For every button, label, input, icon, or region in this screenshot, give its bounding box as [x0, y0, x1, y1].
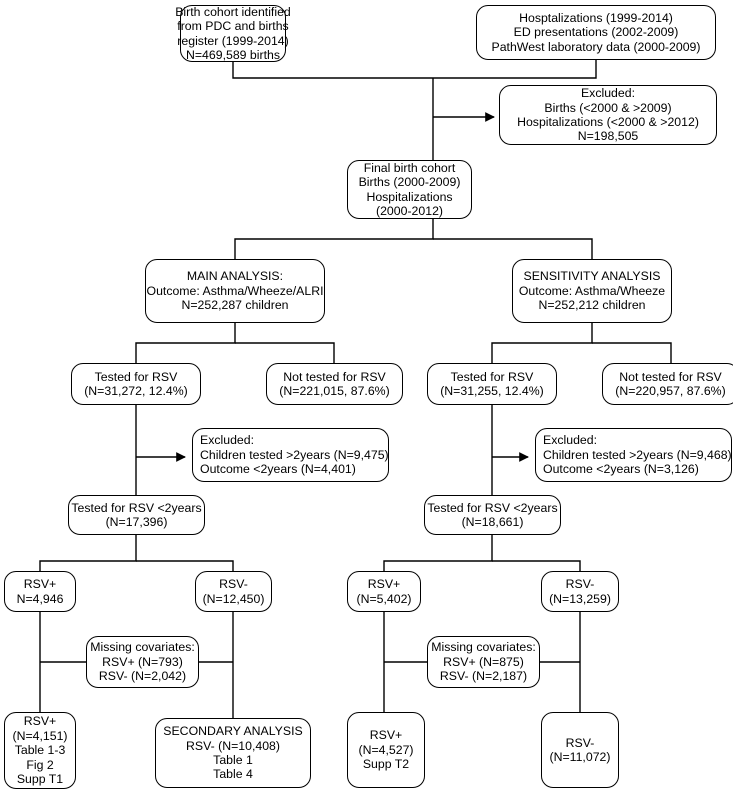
node-line: Children tested >2years (N=9,475): [200, 447, 389, 462]
node-line: N=252,287 children: [181, 298, 289, 313]
node-line: Outcome: Asthma/Wheeze: [518, 283, 666, 298]
node-line: RSV- (N=2,187): [439, 669, 528, 684]
node-line: RSV-: [219, 577, 248, 592]
node-line: ED presentations (2002-2009): [513, 25, 679, 40]
node-line: SENSITIVITY ANALYSIS: [523, 269, 661, 284]
node-line: RSV+ (N=793): [102, 654, 183, 669]
node-line: Missing covariates:: [431, 640, 536, 655]
node-line: (N=17,396): [105, 515, 168, 529]
node-line: N=469,589 births: [186, 47, 280, 62]
node-line: (N=4,151): [12, 728, 68, 743]
node-line: Excluded:: [580, 86, 635, 101]
node-line: RSV+: [367, 577, 401, 592]
node-line: Table 1: [213, 753, 253, 767]
node-line: Table 4: [213, 767, 253, 782]
node-secondary-analysis: SECONDARY ANALYSIS RSV- (N=10,408) Table…: [155, 718, 311, 788]
node-line: Excluded:: [543, 433, 598, 448]
node-line: Fig 2: [26, 757, 54, 772]
node-line: (N=11,072): [549, 750, 611, 764]
node-line: RSV-: [565, 577, 595, 592]
node-line: RSV+: [23, 577, 57, 592]
node-main-rsv-negative: RSV- (N=12,450): [195, 571, 272, 612]
node-line: N=252,212 children: [538, 298, 646, 313]
node-line: RSV+ (N=875): [443, 654, 524, 669]
node-main-tested-under2: Tested for RSV <2years (N=17,396): [68, 495, 205, 535]
node-main-not-tested: Not tested for RSV (N=221,015, 87.6%): [266, 363, 403, 405]
node-line: (N=5,402): [356, 591, 412, 606]
node-line: Hosptalizations (1999-2014): [519, 10, 673, 25]
node-line: Outcome: Asthma/Wheeze/ALRI: [146, 283, 324, 298]
node-line: (N=12,450): [202, 591, 265, 606]
node-line: register (1999-2014): [177, 33, 289, 48]
node-line: N=4,946: [16, 591, 64, 606]
node-line: Not tested for RSV: [619, 369, 722, 384]
node-line: Births (2000-2009): [358, 175, 461, 190]
node-main-missing-covariates: Missing covariates: RSV+ (N=793) RSV- (N…: [86, 636, 199, 688]
node-line: (N=220,957, 87.6%): [615, 384, 726, 398]
node-line: (N=221,015, 87.6%): [279, 384, 390, 398]
node-line: RSV+: [369, 728, 403, 743]
node-sens-tested: Tested for RSV (N=31,255, 12.4%): [427, 363, 557, 405]
node-sensitivity-analysis: SENSITIVITY ANALYSIS Outcome: Asthma/Whe…: [512, 259, 672, 323]
node-main-analysis: MAIN ANALYSIS: Outcome: Asthma/Wheeze/AL…: [145, 259, 325, 323]
node-line: Tested for RSV <2years: [427, 500, 558, 515]
node-line: Tested for RSV: [94, 369, 178, 384]
node-sens-final-rsv-positive: RSV+ (N=4,527) Supp T2: [347, 712, 425, 788]
node-sens-rsv-positive: RSV+ (N=5,402): [347, 571, 421, 612]
node-line: Births (<2000 & >2009): [544, 100, 672, 115]
node-birth-cohort: Birth cohort identified from PDC and bir…: [175, 5, 291, 62]
node-line: Children tested >2years (N=9,468): [543, 447, 732, 462]
node-line: RSV-: [565, 735, 595, 750]
node-line: (2000-2012): [376, 203, 443, 218]
node-line: Supp T2: [362, 757, 410, 772]
node-line: Table 1-3: [14, 743, 66, 758]
node-data-sources: Hosptalizations (1999-2014) ED presentat…: [476, 5, 716, 60]
node-line: PathWest laboratory data (2000-2009): [491, 39, 701, 54]
node-sens-missing-covariates: Missing covariates: RSV+ (N=875) RSV- (N…: [427, 636, 540, 688]
node-line: Outcome <2years (N=3,126): [543, 462, 699, 477]
node-line: Tested for RSV <2years: [71, 500, 202, 515]
node-sens-rsv-negative: RSV- (N=13,259): [541, 571, 619, 612]
node-line: from PDC and births: [177, 19, 289, 34]
node-line: Missing covariates:: [90, 640, 195, 655]
node-sens-final-rsv-negative: RSV- (N=11,072): [541, 712, 619, 788]
node-final-cohort: Final birth cohort Births (2000-2009) Ho…: [347, 160, 472, 219]
node-line: Supp T1: [16, 772, 64, 787]
node-main-tested: Tested for RSV (N=31,272, 12.4%): [71, 363, 201, 405]
node-line: (N=13,259): [549, 591, 611, 606]
node-line: (N=31,255, 12.4%): [440, 384, 544, 398]
node-line: (N=4,527): [358, 742, 414, 757]
node-main-excluded: Excluded: Children tested >2years (N=9,4…: [192, 428, 389, 482]
node-line: Hospitalizations (<2000 & >2012): [517, 115, 699, 129]
node-line: Birth cohort identified: [175, 4, 291, 19]
node-sens-excluded: Excluded: Children tested >2years (N=9,4…: [535, 428, 732, 482]
node-line: Tested for RSV: [450, 369, 534, 384]
node-sens-tested-under2: Tested for RSV <2years (N=18,661): [424, 495, 561, 535]
node-line: (N=18,661): [461, 515, 524, 529]
node-line: Outcome <2years (N=4,401): [200, 462, 356, 477]
node-line: RSV+: [23, 714, 57, 729]
node-main-rsv-positive: RSV+ N=4,946: [4, 571, 76, 612]
node-line: Final birth cohort: [363, 160, 456, 175]
node-line: N=198,505: [577, 129, 639, 144]
node-sens-not-tested: Not tested for RSV (N=220,957, 87.6%): [602, 363, 733, 405]
node-line: SECONDARY ANALYSIS: [163, 724, 303, 739]
node-line: Hospitalizations: [366, 189, 453, 204]
node-line: Excluded:: [200, 433, 255, 448]
node-line: MAIN ANALYSIS:: [186, 269, 284, 284]
node-line: (N=31,272, 12.4%): [84, 384, 188, 398]
node-line: RSV- (N=2,042): [98, 669, 187, 684]
node-main-final-rsv-positive: RSV+ (N=4,151) Table 1-3 Fig 2 Supp T1: [4, 712, 76, 789]
node-excluded-top: Excluded: Births (<2000 & >2009) Hospita…: [499, 85, 717, 145]
node-line: RSV- (N=10,408): [186, 738, 280, 753]
node-line: Not tested for RSV: [283, 369, 386, 384]
